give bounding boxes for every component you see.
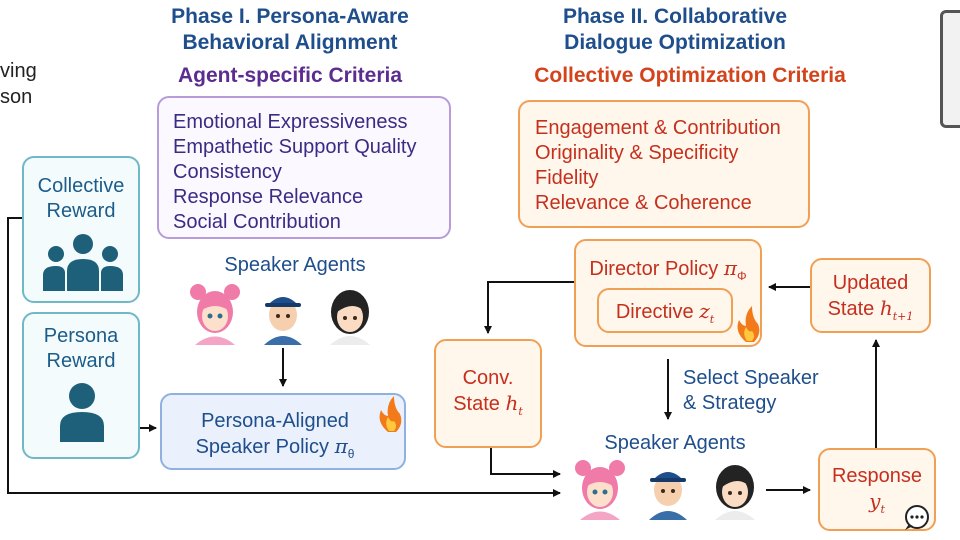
conv-to-agents-arrow [490, 448, 561, 478]
agent-criteria-list: Emotional Expressiveness Empathetic Supp… [173, 110, 449, 235]
collective-criteria-box: Engagement & Contribution Originality & … [518, 100, 810, 228]
phase2-criteria-title: Collective Optimization Criteria [534, 64, 846, 87]
pink-hair-girl-icon [575, 460, 625, 520]
flame-icon [379, 396, 402, 432]
pink-hair-girl-icon [190, 284, 240, 345]
agent-criteria-box: Emotional Expressiveness Empathetic Supp… [157, 96, 451, 239]
policy-line-1: Persona-Aligned [201, 410, 349, 432]
updated-state-symbol: h [879, 296, 893, 320]
phase1-title-line-2: Behavioral Alignment [182, 31, 398, 54]
directive-subscript: t [709, 313, 715, 326]
director-label-text: Director Policy [589, 258, 719, 280]
agent-criterion: Consistency [173, 161, 282, 183]
collective-criteria-list: Engagement & Contribution Originality & … [535, 116, 808, 216]
director-subscript: Φ [737, 269, 747, 283]
directive-label-text: Directive [615, 301, 694, 323]
director-policy-label: Director Policy πΦ [576, 256, 760, 289]
collective-criterion: Fidelity [535, 167, 599, 189]
persona-reward-box: Persona Reward [22, 312, 140, 459]
policy-subscript: θ [347, 447, 355, 461]
policy-line-2-text: Speaker Policy [195, 436, 329, 458]
phase2-title-line-2: Dialogue Optimization [564, 31, 786, 54]
conv-state-symbol: h [505, 391, 519, 415]
persona-reward-line-1: Persona [43, 325, 119, 347]
policy-symbol: π [334, 434, 348, 458]
directive-symbol: z [699, 299, 710, 323]
agent-criterion: Empathetic Support Quality [173, 136, 417, 158]
left-cut-line-2: son [0, 86, 33, 108]
phase2-title: Phase II. Collaborative Dialogue Optimiz… [520, 4, 830, 56]
updated-state-line-1: Updated [832, 272, 909, 294]
director-to-conv-arrow [484, 281, 574, 334]
collective-reward-to-agents-arrow [7, 217, 561, 497]
policy-line-2: Speaker Policy πθ [162, 434, 388, 467]
agent-criterion: Emotional Expressiveness [173, 111, 408, 133]
chat-bubble-icon [905, 505, 929, 530]
agent-criterion: Response Relevance [173, 186, 364, 208]
response-subscript: t [880, 503, 885, 516]
director-symbol: π [723, 256, 738, 280]
response-variable: yt [820, 489, 934, 522]
conv-state-line-2: State ht [436, 391, 540, 424]
man-with-cap-icon [649, 472, 687, 520]
collective-reward-box: Collective Reward [22, 156, 140, 303]
collective-reward-line-2: Reward [46, 200, 116, 222]
persona-aligned-policy-label: Persona-Aligned Speaker Policy πθ [162, 409, 404, 467]
phase1-title-line-1: Phase I. Persona-Aware [171, 5, 409, 28]
left-cut-line-1: ving [0, 60, 37, 82]
conv-state-label: Conv. State ht [436, 366, 540, 424]
agent-criterion: Social Contribution [173, 211, 341, 233]
response-symbol: y [869, 489, 881, 513]
collective-criterion: Relevance & Coherence [535, 192, 752, 214]
persona-reward-label: Persona Reward [24, 324, 138, 374]
group-people-icon [43, 234, 123, 291]
phase2-speaker-agents-label: Speaker Agents [604, 432, 746, 454]
select-speaker-line-1: Select Speaker [683, 367, 819, 389]
collective-reward-label: Collective Reward [24, 174, 138, 224]
dark-hair-woman-icon [715, 465, 755, 520]
conv-state-line-1: Conv. [462, 367, 514, 389]
phase2-title-line-1: Phase II. Collaborative [562, 5, 788, 28]
dark-hair-woman-icon [330, 290, 370, 345]
phase1-title: Phase I. Persona-Aware Behavioral Alignm… [140, 4, 440, 56]
collective-reward-line-1: Collective [37, 175, 125, 197]
conv-state-subscript: t [518, 405, 523, 418]
right-edge-frame [940, 10, 960, 128]
directive-box: Directive zt [597, 288, 733, 333]
updated-state-box: Updated State ht+1 [810, 258, 931, 333]
conv-state-line-2-text: State [453, 393, 500, 415]
conv-state-box: Conv. State ht [434, 339, 542, 448]
flame-icon [737, 306, 760, 342]
collective-criterion: Originality & Specificity [535, 142, 739, 164]
persona-aligned-policy-box: Persona-Aligned Speaker Policy πθ [160, 393, 406, 470]
response-label-text: Response [831, 465, 923, 487]
select-speaker-label: Select Speaker & Strategy [683, 366, 819, 416]
collective-criterion: Engagement & Contribution [535, 117, 781, 139]
phase1-speaker-agents-label: Speaker Agents [224, 254, 366, 276]
updated-state-line-2: State ht+1 [812, 296, 929, 329]
man-with-cap-icon [264, 297, 302, 345]
updated-state-line-2-text: State [827, 298, 875, 320]
left-cut-text: ving son [0, 58, 37, 110]
person-icon [60, 383, 104, 442]
persona-reward-line-2: Reward [46, 350, 116, 372]
updated-state-subscript: t+1 [892, 310, 914, 323]
updated-state-label: Updated State ht+1 [812, 271, 929, 329]
directive-label: Directive zt [599, 299, 731, 332]
phase1-criteria-title: Agent-specific Criteria [177, 64, 403, 87]
select-speaker-line-2: & Strategy [683, 392, 777, 414]
response-label: Response yt [820, 464, 934, 522]
